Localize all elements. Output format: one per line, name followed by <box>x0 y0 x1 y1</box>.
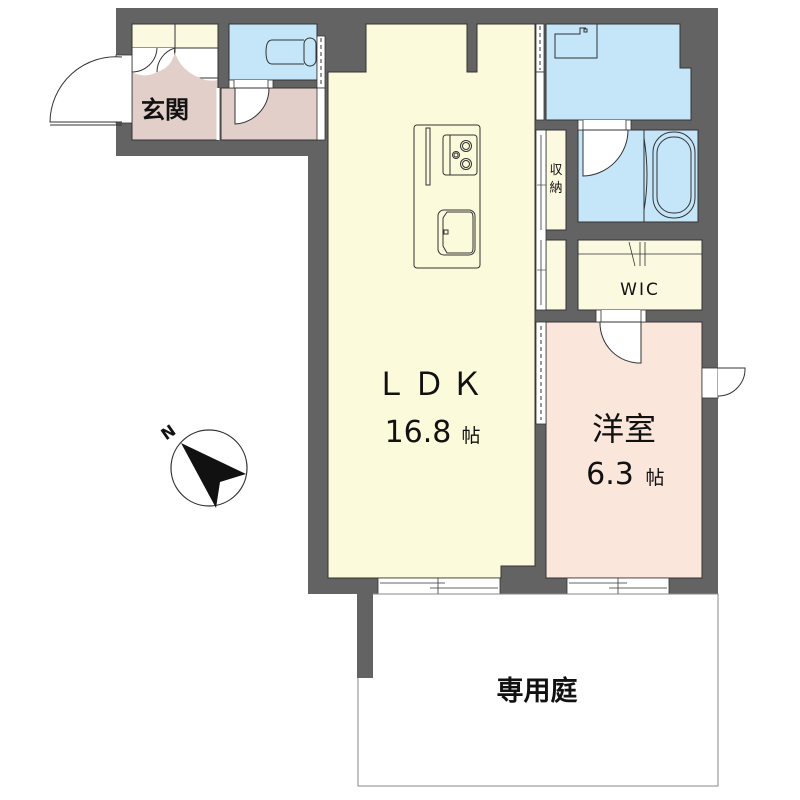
room-storage <box>545 129 567 231</box>
storage-label: 収 <box>549 163 562 178</box>
bedroom-window[interactable] <box>566 577 670 595</box>
ldk-label: ＬＤＫ <box>375 365 489 403</box>
toilet-icon <box>265 37 317 67</box>
ldk-window[interactable] <box>377 577 501 595</box>
north-arrow-icon <box>181 443 246 508</box>
wic-label: WIC <box>620 280 660 300</box>
bedroom-unit: 帖 <box>645 467 664 489</box>
storage-label-2: 納 <box>549 181 562 196</box>
bedroom-label: 洋室 <box>592 410 656 448</box>
private-garden <box>357 593 719 787</box>
washbasin-icon <box>547 23 598 59</box>
kitchen-island <box>413 124 481 269</box>
compass-north-label: N <box>157 421 179 444</box>
room-toilet <box>228 23 318 81</box>
ldk-unit: 帖 <box>461 425 480 447</box>
room-washroom <box>545 23 692 121</box>
garden-label: 専用庭 <box>497 675 578 707</box>
entrance-label: 玄関 <box>141 96 189 124</box>
room-bedroom <box>545 321 703 579</box>
room-ldk <box>327 23 536 579</box>
front-door[interactable] <box>49 56 123 123</box>
bedroom-area: 6.3 <box>586 457 634 492</box>
ldk-area: 16.8 <box>385 415 452 450</box>
compass: N <box>157 421 248 508</box>
sink-icon <box>437 209 476 256</box>
stove-burners-icon <box>452 140 472 170</box>
bedroom-door[interactable] <box>599 321 642 364</box>
bathroom-door[interactable] <box>582 129 629 177</box>
bathtub-icon <box>652 131 696 219</box>
